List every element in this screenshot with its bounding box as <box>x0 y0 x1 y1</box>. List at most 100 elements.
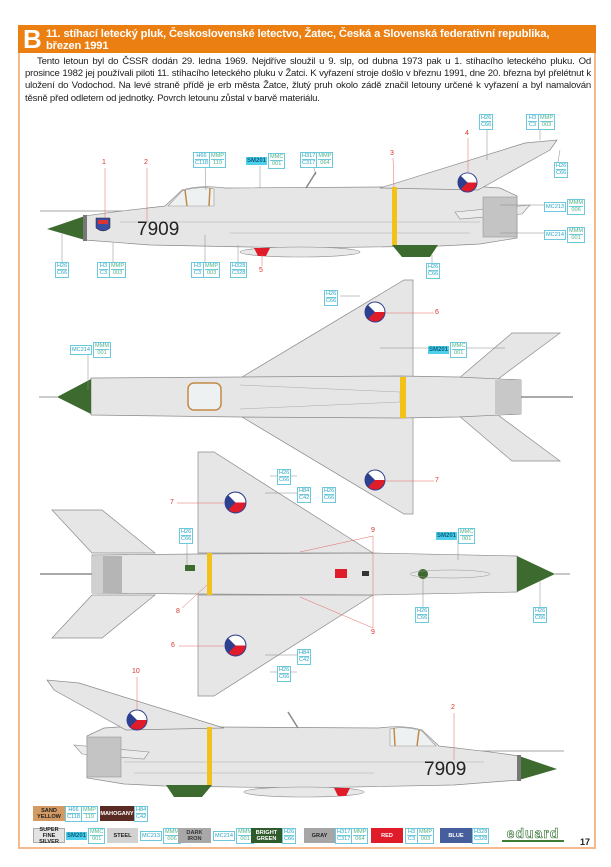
callout-code: C3 <box>193 270 202 277</box>
legend-code: 001 <box>240 836 250 843</box>
scheme-title-line-1: 11. stíhací letecký pluk, Československé… <box>46 28 550 40</box>
decal-marker: 6 <box>171 642 175 649</box>
swatch-label: RED <box>381 832 393 839</box>
roundel <box>127 710 147 730</box>
bottom-view <box>40 451 570 697</box>
callout-code: C317 <box>302 160 316 167</box>
callout-code: H328 <box>232 263 246 271</box>
color-swatch: MAHOGANY <box>100 806 134 822</box>
callout-code: C3 <box>99 270 108 277</box>
callout-code: C66 <box>324 495 335 502</box>
callout-code: H26 <box>556 163 567 171</box>
callout-code: H3 <box>99 263 108 271</box>
legend-code: C3 <box>407 836 416 843</box>
decal-marker: 9 <box>371 527 375 534</box>
legend-code: H3 <box>407 829 416 837</box>
callout-code: 001 <box>454 350 464 357</box>
marker-leader-lines <box>104 138 469 760</box>
callout-code: C66 <box>279 674 290 681</box>
callout-code: MMC <box>460 529 474 537</box>
roundel <box>365 302 385 322</box>
decal-marker: 2 <box>451 704 455 711</box>
callout-code: C118 <box>195 160 208 167</box>
legend-code: MMP <box>353 829 367 837</box>
legend-code: MMC <box>90 829 104 837</box>
registration-number: 7909 <box>424 759 466 780</box>
swatch-label: DARK <box>186 829 203 836</box>
callout-code: MC214 <box>544 229 567 240</box>
roundel <box>225 492 246 513</box>
callout-code: SM201 <box>246 156 268 165</box>
swatch-label: BRIGHT <box>255 829 278 836</box>
color-swatch: BLUE <box>440 828 472 844</box>
legend-code: MC214 <box>213 830 236 841</box>
decal-marker: 3 <box>390 150 394 157</box>
callout-code: H317 <box>302 153 316 161</box>
callout-code: MC214 <box>70 344 93 355</box>
legend-code: 064 <box>355 836 365 843</box>
callout-code: SM201 <box>436 531 458 540</box>
legend-code: C66 <box>284 836 295 843</box>
callout-code: 001 <box>97 350 107 357</box>
callout-code: C66 <box>57 270 68 277</box>
callout-code: H26 <box>326 291 337 299</box>
page-frame <box>18 25 596 849</box>
callout-code: C42 <box>299 657 310 664</box>
roundel <box>458 173 477 192</box>
callout-code: 001 <box>272 161 282 168</box>
callout-code: H26 <box>279 667 290 675</box>
swatch-label: FINE SILVER <box>39 832 59 845</box>
callout-code: C66 <box>326 298 337 305</box>
callout-code: H66 <box>195 153 208 161</box>
callout-code: MMM <box>569 228 584 236</box>
callout-code: C66 <box>428 271 439 278</box>
callout-code: H26 <box>535 608 546 616</box>
callout-code: 001 <box>462 536 472 543</box>
legend-code: H84 <box>136 807 147 815</box>
swatch-label: YELLOW <box>37 813 61 820</box>
decal-marker: 6 <box>435 309 439 316</box>
callout-code: MMC <box>452 343 466 351</box>
scheme-title: 11. stíhací letecký pluk, Československé… <box>46 28 549 52</box>
side-view-right: 7909 <box>46 679 565 798</box>
callout-code: H84 <box>299 488 310 496</box>
legend-code: H26 <box>284 829 295 837</box>
callout-code: 003 <box>112 270 123 277</box>
legend-code: MC213 <box>140 830 163 841</box>
legend-code: C328 <box>474 836 488 843</box>
swatch-label: MAHOGANY <box>100 810 134 817</box>
callout-code: MMP <box>540 115 554 123</box>
callout-code: H3 <box>528 115 537 123</box>
callout-code: MMM <box>569 200 584 208</box>
callout-code: C42 <box>299 495 310 502</box>
legend-code: C118 <box>67 814 80 821</box>
scheme-letter: B <box>23 24 42 54</box>
callout-code: MMP <box>318 153 332 161</box>
callout-code: H26 <box>324 488 335 496</box>
callout-code: C328 <box>232 270 246 277</box>
